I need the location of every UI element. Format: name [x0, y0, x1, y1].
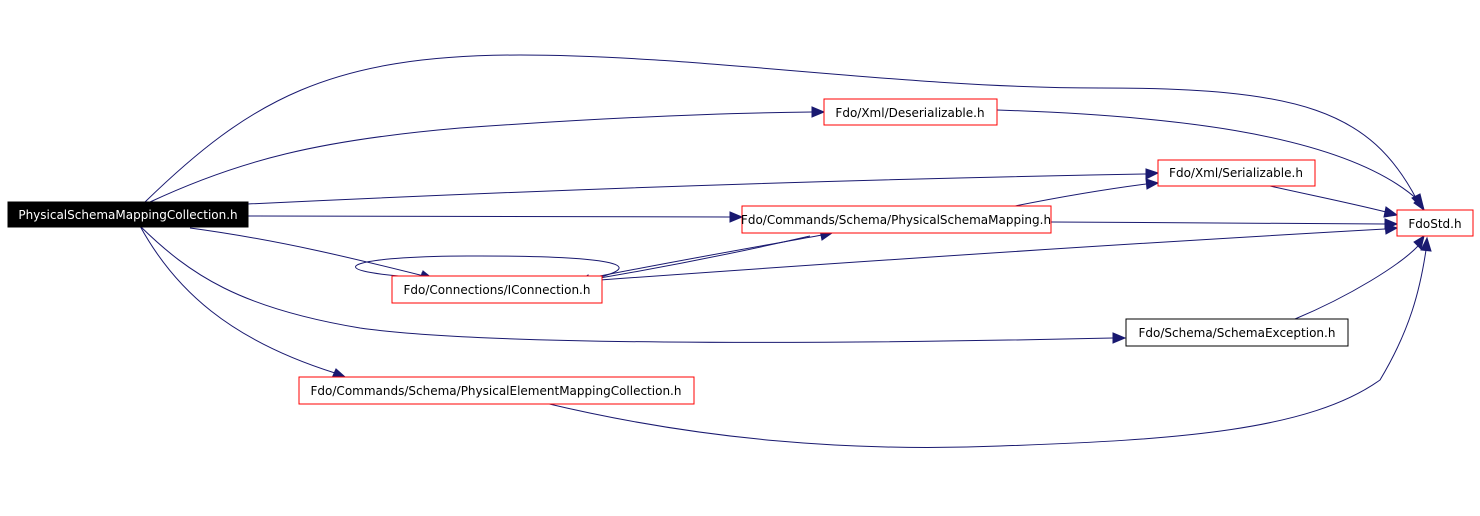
node-serializable-label: Fdo/Xml/Serializable.h — [1169, 166, 1303, 180]
node-fdostd[interactable]: FdoStd.h — [1396, 209, 1474, 237]
edge-root-to-schema-exception — [139, 225, 1127, 344]
edge-iconnection-to-physical-schema-mapping — [589, 229, 834, 279]
node-physical-schema-mapping-label: Fdo/Commands/Schema/PhysicalSchemaMappin… — [741, 213, 1051, 227]
edge-schema-exception-to-fdostd — [1294, 234, 1425, 320]
node-physical-element-mapping-collection-label: Fdo/Commands/Schema/PhysicalElementMappi… — [311, 384, 682, 398]
node-serializable[interactable]: Fdo/Xml/Serializable.h — [1157, 159, 1316, 187]
edge-root-to-physical-element-mapping-collection — [139, 225, 347, 379]
node-deserializable-label: Fdo/Xml/Deserializable.h — [835, 106, 984, 120]
edge-iconnection-to-fdostd — [599, 223, 1399, 281]
node-schema-exception-label: Fdo/Schema/SchemaException.h — [1139, 326, 1336, 340]
edge-root-to-deserializable — [149, 106, 826, 203]
node-deserializable[interactable]: Fdo/Xml/Deserializable.h — [823, 98, 998, 126]
edge-root-to-iconnection — [189, 227, 435, 281]
node-iconnection[interactable]: Fdo/Connections/IConnection.h — [391, 275, 603, 304]
edge-physical-schema-mapping-to-serializable — [1014, 178, 1160, 207]
node-schema-exception[interactable]: Fdo/Schema/SchemaException.h — [1125, 318, 1349, 347]
node-physical-element-mapping-collection[interactable]: Fdo/Commands/Schema/PhysicalElementMappi… — [298, 376, 695, 405]
edge-root-to-physical-schema-mapping — [247, 211, 744, 223]
node-root[interactable]: PhysicalSchemaMappingCollection.h — [7, 201, 249, 228]
node-physical-schema-mapping[interactable]: Fdo/Commands/Schema/PhysicalSchemaMappin… — [741, 205, 1052, 234]
edge-physical-schema-mapping-to-fdostd — [1050, 218, 1399, 230]
node-fdostd-label: FdoStd.h — [1408, 217, 1461, 231]
nodes: PhysicalSchemaMappingCollection.h Fdo/Xm… — [7, 98, 1474, 405]
edge-serializable-to-fdostd — [1269, 185, 1399, 218]
edge-physical-element-mapping-collection-to-fdostd — [544, 236, 1432, 448]
edge-deserializable-to-fdostd — [996, 109, 1425, 212]
node-root-label: PhysicalSchemaMappingCollection.h — [18, 208, 237, 222]
edge-root-to-fdostd — [144, 54, 1425, 212]
edge-root-to-serializable — [247, 168, 1160, 205]
node-iconnection-label: Fdo/Connections/IConnection.h — [404, 283, 591, 297]
